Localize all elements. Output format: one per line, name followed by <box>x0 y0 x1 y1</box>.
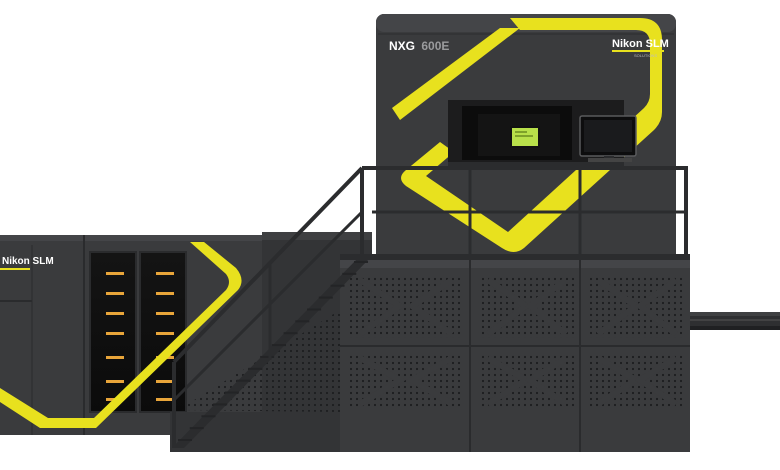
staircase <box>172 256 372 448</box>
amber-lamp <box>106 356 124 359</box>
perforated-panels <box>178 276 684 412</box>
svg-text:NXG 600E: NXG 600E <box>389 39 449 53</box>
brand-tagline: SOLUTIONS <box>634 53 657 58</box>
platform-railing <box>172 166 690 448</box>
amber-lamp <box>156 380 174 383</box>
model-suffix-label: 600E <box>421 39 449 53</box>
model-prefix-label: NXG <box>389 39 415 53</box>
amber-lamp <box>106 312 124 315</box>
main-tower: NXG 600E Nikon SLM SOLUTIONS <box>376 14 676 264</box>
amber-lamp <box>106 272 124 275</box>
side-brand-label: Nikon SLM <box>2 256 54 267</box>
brand-label: Nikon SLM <box>612 38 669 50</box>
status-display <box>510 126 540 148</box>
amber-lamp <box>156 398 174 401</box>
amber-lamp <box>156 272 174 275</box>
amber-lamp <box>106 292 124 295</box>
amber-lamp <box>156 292 174 295</box>
hmi-monitor <box>579 115 637 162</box>
amber-lamp <box>156 312 174 315</box>
amber-lamp <box>156 332 174 335</box>
amber-lamp <box>106 332 124 335</box>
conveyor-rail <box>680 312 780 330</box>
amber-lamp <box>106 380 124 383</box>
